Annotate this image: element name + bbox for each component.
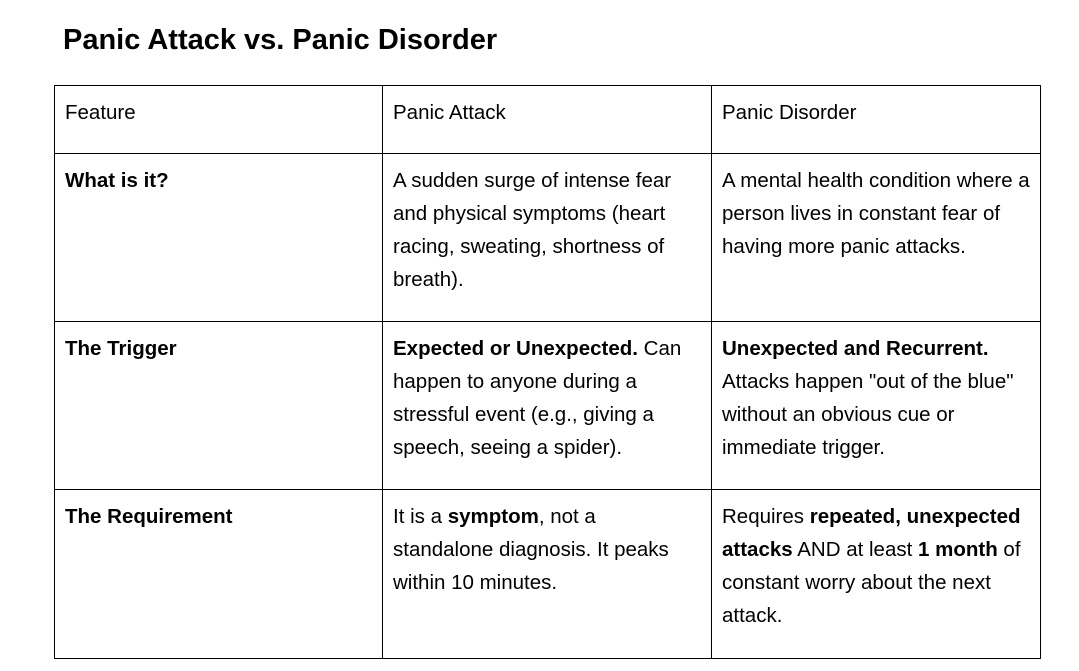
page-title: Panic Attack vs. Panic Disorder [63, 24, 498, 56]
header-cell-panic-attack: Panic Attack [382, 85, 712, 154]
cell-text: A mental health condition where a person… [722, 169, 1030, 258]
cell-text: , not a standalone diagnosis. It peaks w… [393, 505, 669, 594]
cell-text: of constant worry about the next attack. [722, 538, 1021, 627]
feature-cell: The Requirement [54, 489, 383, 659]
comparison-table: Feature Panic Attack Panic Disorder What… [54, 85, 1041, 659]
panic-disorder-cell: A mental health condition where a person… [711, 153, 1041, 322]
cell-text: Can happen to anyone during a stressful … [393, 337, 682, 459]
feature-cell: The Trigger [54, 321, 383, 490]
panic-attack-cell: It is a symptom, not a standalone diagno… [382, 489, 712, 659]
cell-text-bold: Expected or Unexpected. [393, 337, 638, 360]
cell-text-bold: symptom [447, 505, 539, 528]
cell-text: Requires [722, 505, 810, 528]
cell-text-bold: Unexpected and Recurrent. [722, 337, 989, 360]
table-row-what-is-it: What is it? A sudden surge of intense fe… [54, 153, 1041, 322]
table-row-the-requirement: The Requirement It is a symptom, not a s… [54, 489, 1041, 659]
header-cell-feature: Feature [54, 85, 383, 154]
cell-text: Attacks happen "out of the blue" without… [722, 370, 1014, 459]
cell-text-bold: 1 month [918, 538, 998, 561]
panic-attack-cell: A sudden surge of intense fear and physi… [382, 153, 712, 322]
panic-disorder-cell: Unexpected and Recurrent. Attacks happen… [711, 321, 1041, 490]
table-header-row: Feature Panic Attack Panic Disorder [54, 85, 1041, 154]
cell-text-bold: repeated, unexpected attacks [722, 505, 1021, 561]
header-cell-panic-disorder: Panic Disorder [711, 85, 1041, 154]
panic-disorder-cell: Requires repeated, unexpected attacks AN… [711, 489, 1041, 659]
feature-cell: What is it? [54, 153, 383, 322]
table-row-the-trigger: The Trigger Expected or Unexpected. Can … [54, 321, 1041, 490]
cell-text: It is a [393, 505, 448, 528]
cell-text: AND at least [792, 538, 919, 561]
panic-attack-cell: Expected or Unexpected. Can happen to an… [382, 321, 712, 490]
cell-text: A sudden surge of intense fear and physi… [393, 169, 672, 291]
